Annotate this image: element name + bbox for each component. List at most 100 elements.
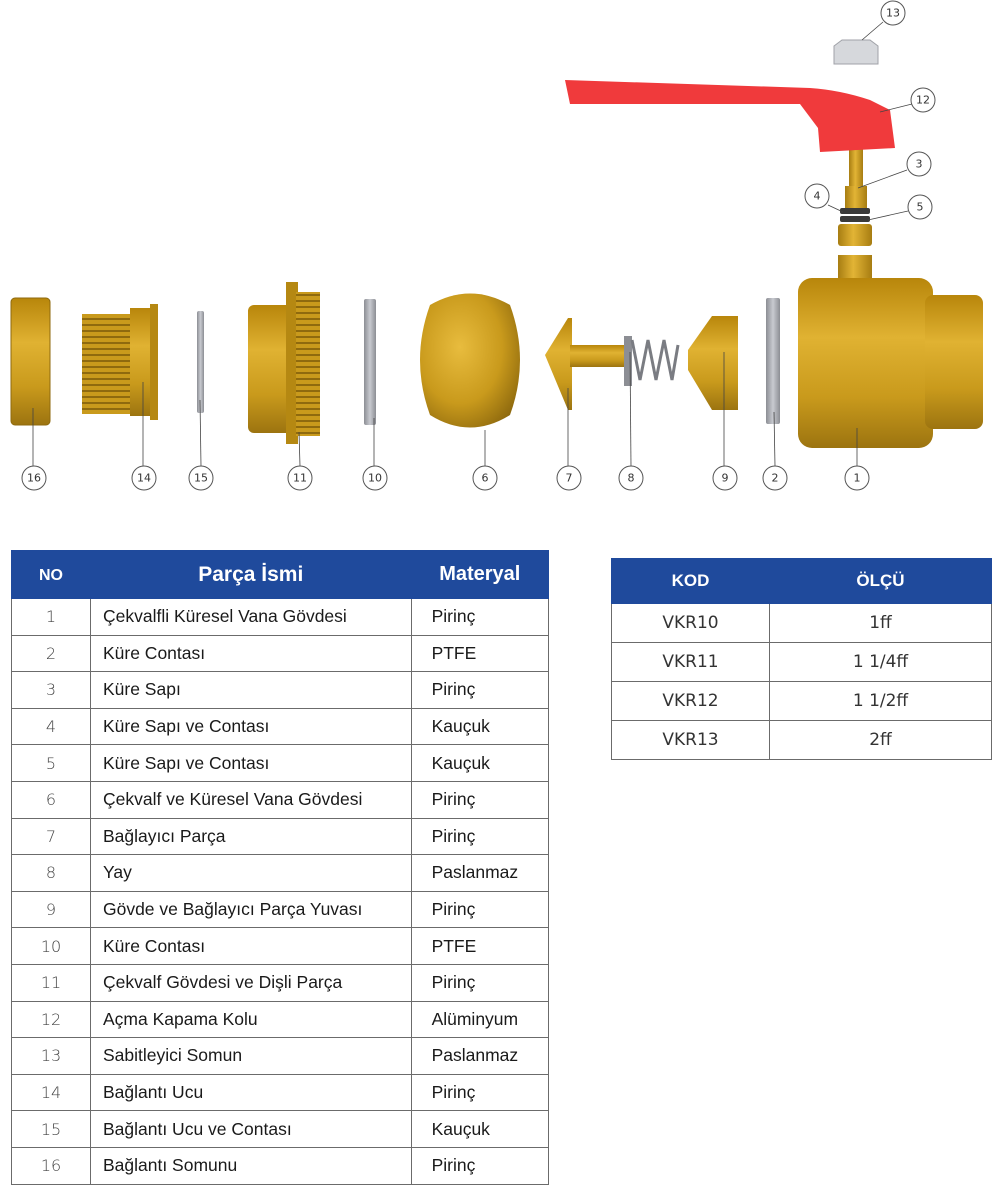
cell-no: 2 [11,634,91,673]
part-handle [565,80,895,152]
cell-no: 4 [11,707,91,746]
cell-part-name: Küre Sapı ve Contası [89,707,412,746]
cell-material: Kauçuk [410,707,550,746]
header-code: KOD [611,558,770,604]
cell-material: Pirinç [410,1073,550,1112]
cell-code: VKR11 [611,642,770,682]
cell-material: Paslanmaz [410,854,550,892]
svg-text:5: 5 [917,201,924,214]
svg-text:16: 16 [27,472,41,485]
svg-text:12: 12 [916,94,930,107]
part-connection-nut [10,297,51,426]
cell-no: 1 [11,598,91,636]
cell-code: VKR12 [611,681,770,721]
part-ball [420,293,520,428]
callout-16: 16 [21,465,47,491]
cell-no: 3 [11,671,91,709]
svg-text:4: 4 [814,190,821,203]
cell-part-name: Açma Kapama Kolu [89,1000,412,1039]
cell-no: 6 [11,780,91,819]
part-main-body [798,255,983,448]
callout-7: 7 [556,465,582,491]
callout-3: 3 [906,151,932,177]
cell-size: 2ff [769,720,992,760]
cell-material: Pirinç [410,963,550,1002]
cell-no: 8 [11,854,91,892]
callout-14: 14 [131,465,157,491]
svg-text:9: 9 [722,472,729,485]
svg-text:15: 15 [194,472,208,485]
cell-part-name: Çekvalf ve Küresel Vana Gövdesi [89,780,412,819]
svg-text:7: 7 [566,472,573,485]
cell-material: Paslanmaz [410,1037,550,1075]
cell-material: Alüminyum [410,1000,550,1039]
cell-material: Kauçuk [410,744,550,782]
part-connection-gasket [197,311,204,413]
cell-material: Pirinç [410,598,550,636]
cell-part-name: Çekvalf Gövdesi ve Dişli Parça [89,963,412,1002]
svg-text:6: 6 [482,472,489,485]
cell-no: 13 [11,1037,91,1075]
svg-text:8: 8 [628,472,635,485]
cell-part-name: Yay [89,854,412,892]
svg-text:2: 2 [772,472,779,485]
cell-part-name: Bağlantı Somunu [89,1146,412,1185]
header-no: NO [11,550,91,599]
cell-no: 5 [11,744,91,782]
cell-material: Pirinç [410,780,550,819]
svg-text:11: 11 [293,472,307,485]
cell-material: Pirinç [410,890,550,929]
callout-11: 11 [287,465,313,491]
callout-8: 8 [618,465,644,491]
header-size: ÖLÇÜ [769,558,992,604]
callout-10: 10 [362,465,388,491]
cell-no: 7 [11,817,91,856]
svg-text:10: 10 [368,472,382,485]
cell-size: 1ff [769,603,992,643]
part-check-valve-threaded-body [248,282,320,444]
svg-text:3: 3 [916,158,923,171]
callout-4: 4 [804,183,830,209]
parts-table-header: NO Parça İsmi Materyal [11,550,550,599]
cell-material: PTFE [410,634,550,673]
part-connecting-piece [545,318,628,410]
part-ball-gasket-right [766,298,780,424]
svg-text:13: 13 [886,7,900,20]
svg-text:1: 1 [854,472,861,485]
callout-9: 9 [712,465,738,491]
cell-material: Pirinç [410,817,550,856]
cell-material: Kauçuk [410,1110,550,1148]
callout-15: 15 [188,465,214,491]
header-material: Materyal [410,550,550,599]
callout-13: 13 [880,0,906,26]
cell-material: Pirinç [410,1146,550,1185]
cell-no: 15 [11,1110,91,1148]
cell-no: 14 [11,1073,91,1112]
cell-part-name: Çekvalfli Küresel Vana Gövdesi [89,598,412,636]
callout-12: 12 [910,87,936,113]
header-part-name: Parça İsmi [89,550,412,599]
callout-1: 1 [844,465,870,491]
part-ball-gasket-left [364,299,376,425]
callout-2: 2 [762,465,788,491]
